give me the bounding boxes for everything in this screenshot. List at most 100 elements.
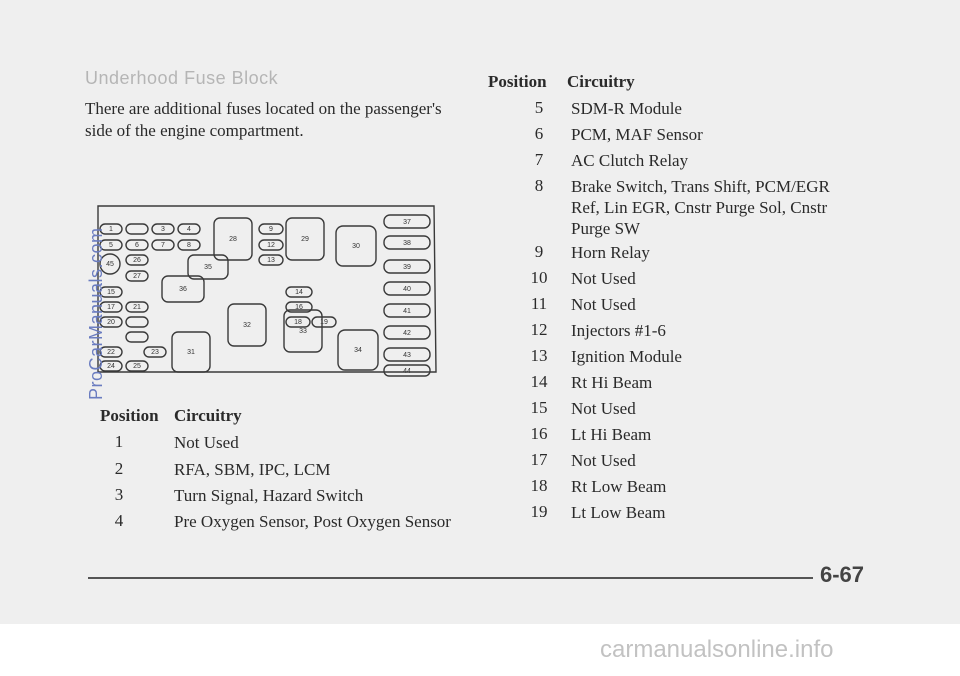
label-fuse-27: 27 [133,273,141,280]
fuse-35 [187,254,229,280]
fuse-15 [99,286,123,298]
row-position: 14 [530,372,548,391]
row-circuitry: Not Used [571,451,636,470]
row-position: 6 [534,124,544,143]
fuse-37 [383,214,431,229]
label-fuse-17: 17 [107,304,115,311]
left-fuse-table: Position Circuitry 1 Not Used 2 RFA, SBM… [100,406,460,536]
fuse-block-outline [97,205,437,373]
label-fuse-7: 7 [161,242,165,249]
fuse-14 [285,286,313,298]
label-fuse-44: 44 [403,368,411,375]
label-fuse-6: 6 [135,242,139,249]
label-fuse-41: 41 [403,308,411,315]
fuse-16 [285,301,313,313]
label-fuse-26: 26 [133,257,141,264]
row-position: 4 [114,511,124,530]
fuse-38 [383,235,431,250]
relay-30 [335,225,377,267]
row-position: 18 [530,476,548,495]
row-position: 17 [530,450,548,469]
label-fuse-12: 12 [267,242,275,249]
fuse-11 [125,331,149,343]
label-fuse-35: 35 [204,264,212,271]
row-circuitry: Not Used [571,295,636,314]
relay-29 [285,217,325,261]
fuse-26 [125,254,149,266]
fuse-12 [258,239,284,251]
row-position: 11 [530,294,548,313]
label-fuse-3: 3 [161,226,165,233]
row-circuitry: Not Used [571,269,636,288]
fuse-21 [125,301,149,313]
row-circuitry: Pre Oxygen Sensor, Post Oxygen Sensor [174,512,451,531]
row-circuitry: Lt Hi Beam [571,425,652,444]
label-relay-31: 31 [187,349,195,356]
relay-31 [171,331,211,373]
fuse-24 [99,360,123,372]
row-circuitry: Rt Hi Beam [571,373,653,392]
row-position: 19 [530,502,548,521]
fuse-8 [177,239,201,251]
row-position: 3 [114,485,124,504]
label-fuse-24: 24 [107,363,115,370]
label-fuse-16: 16 [295,304,303,311]
label-fuse-18: 18 [294,319,302,326]
label-fuse-15: 15 [107,289,115,296]
fuse-39 [383,259,431,274]
row-circuitry: Horn Relay [571,243,650,262]
row-circuitry: Brake Switch, Trans Shift, PCM/EGR Ref, … [571,177,830,238]
label-fuse-9: 9 [269,226,273,233]
label-relay-33: 33 [299,328,307,335]
row-circuitry: Lt Low Beam [571,503,666,522]
row-position: 15 [530,398,548,417]
section-title: Underhood Fuse Block [85,68,279,88]
label-fuse-38: 38 [403,240,411,247]
relay-28 [213,217,253,261]
fuse-27 [125,270,149,282]
fuse-18 [285,316,311,328]
row-position: 8 [534,176,544,195]
left-header-circuitry: Circuitry [174,406,242,425]
relay-33 [283,309,323,353]
label-fuse-37: 37 [403,219,411,226]
relay-34 [337,329,379,371]
label-fuse-20: 20 [107,319,115,326]
row-circuitry: Turn Signal, Hazard Switch [174,486,364,505]
fuse-4 [177,223,201,235]
manual-page: Underhood Fuse Block There are additiona… [0,0,960,624]
row-circuitry: Rt Low Beam [571,477,667,496]
fuse-9 [258,223,284,235]
fuse-2 [125,223,149,235]
label-fuse-21: 21 [133,304,141,311]
row-circuitry: Not Used [174,433,239,452]
bottom-watermark: carmanualsonline.info [600,636,834,663]
side-watermark: ProCarManuals.com [86,227,106,400]
label-relay-32: 32 [243,322,251,329]
row-position: 5 [534,98,544,117]
fuse-45 [99,253,121,275]
left-header-position: Position [100,406,159,425]
right-fuse-table: Position Circuitry 5 SDM-R Module 6 PCM,… [488,72,868,527]
fuse-5 [99,239,123,251]
label-fuse-14: 14 [295,289,303,296]
fuse-13 [258,254,284,266]
row-circuitry: Not Used [571,399,636,418]
row-circuitry: Injectors #1-6 [571,321,666,340]
row-circuitry: Ignition Module [571,347,682,366]
fuse-1 [99,223,123,235]
label-fuse-36: 36 [179,286,187,293]
right-header-position: Position [488,72,547,91]
fuse-17 [99,301,123,313]
row-position: 16 [530,424,548,443]
fuse-22 [99,346,123,358]
row-position: 10 [530,268,548,287]
fuse-25 [125,360,149,372]
fuse-20 [99,316,123,328]
intro-paragraph: There are additional fuses located on th… [85,99,442,140]
fuse-19 [311,316,337,328]
label-relay-30: 30 [352,243,360,250]
fuse-10 [125,316,149,328]
row-position: 7 [534,150,544,169]
fuse-41 [383,303,431,318]
